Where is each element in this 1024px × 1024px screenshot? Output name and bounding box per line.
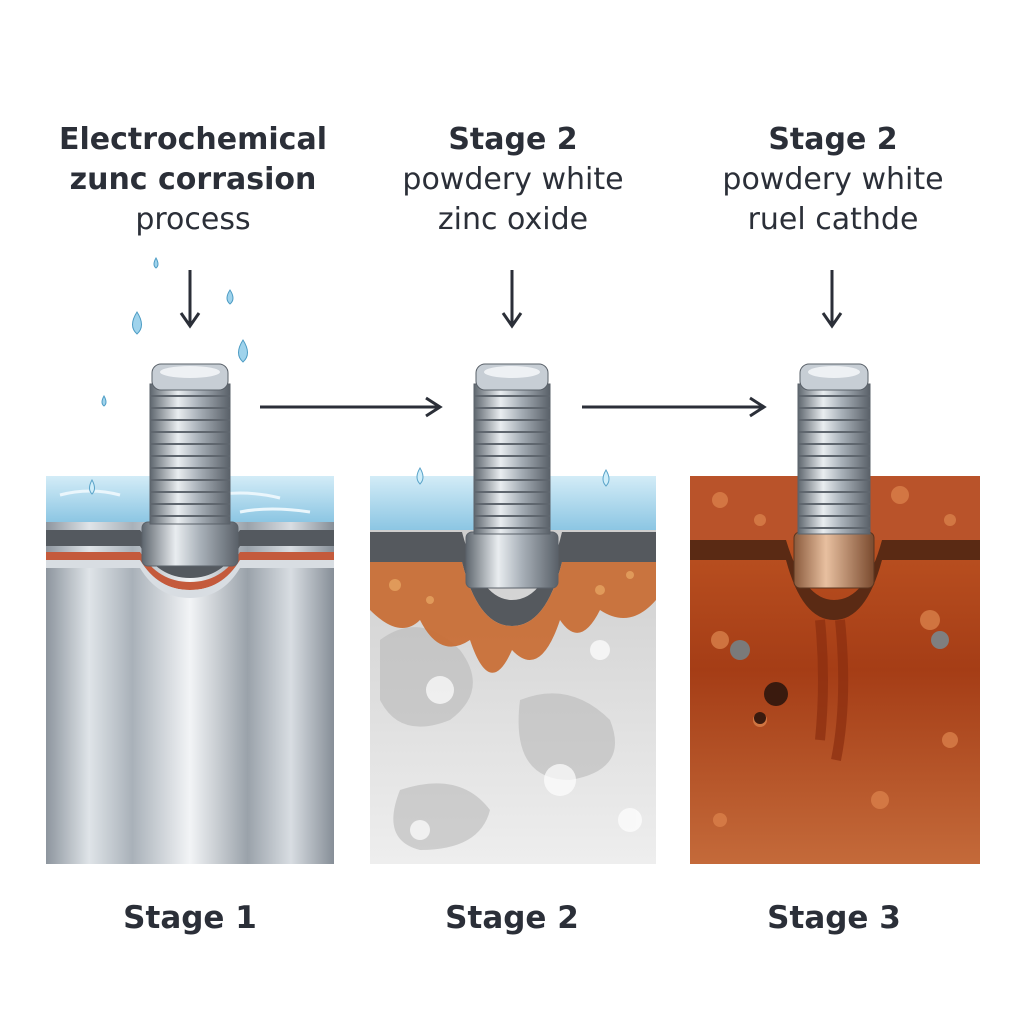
- caption-line: process: [135, 202, 251, 237]
- caption-line: zunc corrasion: [69, 162, 317, 197]
- caption-line: zinc oxide: [437, 202, 589, 237]
- caption-line: ruel cathde: [747, 202, 919, 237]
- stage-2-panel: [370, 363, 656, 864]
- stage-3-panel: [690, 363, 980, 864]
- right-arrow-icon: [582, 396, 767, 418]
- stage-1-panel: [46, 363, 334, 864]
- caption-stage-2: Stage 2 powdery white zinc oxide: [348, 120, 678, 240]
- caption-stage-3: Stage 2 powdery white ruel cathde: [668, 120, 998, 240]
- down-arrow-icon: [821, 270, 843, 329]
- caption-title: Stage 2: [768, 122, 898, 157]
- down-arrow-icon: [179, 270, 201, 329]
- stage-label-2: Stage 2: [445, 900, 579, 936]
- down-arrow-icon: [501, 270, 523, 329]
- caption-title: Stage 2: [448, 122, 578, 157]
- stage-label-1: Stage 1: [123, 900, 257, 936]
- caption-stage-1-intro: Electrochemical zunc corrasion process: [28, 120, 358, 240]
- caption-line: powdery white: [722, 162, 944, 197]
- caption-title: Electrochemical: [59, 122, 327, 157]
- right-arrow-icon: [260, 396, 443, 418]
- stage-label-3: Stage 3: [767, 900, 901, 936]
- caption-line: powdery white: [402, 162, 624, 197]
- water-drop-icon: [101, 256, 248, 407]
